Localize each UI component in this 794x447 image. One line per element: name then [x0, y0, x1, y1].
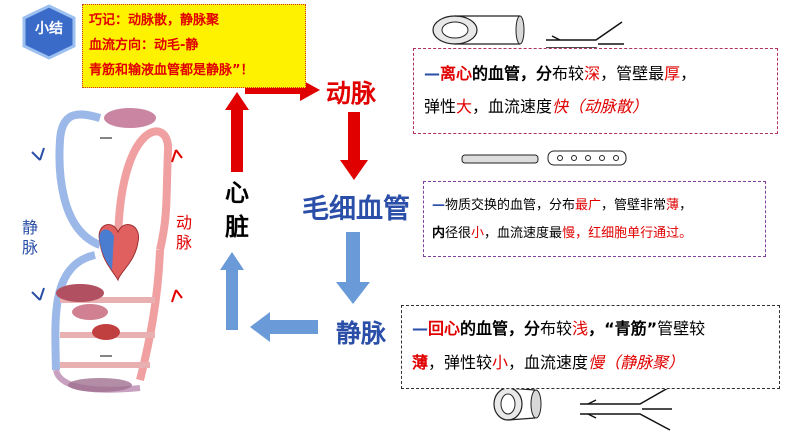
circulation-illustration: [31, 108, 183, 393]
arrow-left-vein: [250, 312, 318, 342]
artery-cross-section: [432, 15, 525, 45]
vein-text-elasticity: ，弹性较: [428, 353, 493, 372]
mnemonic-note: 巧记：动脉散，静脉聚 血流方向：动毛-静 青筋和输液血管都是静脉”！: [82, 4, 306, 88]
vein-branch-icon: [580, 387, 672, 431]
vein-text-bluevein: ，“青筋”: [588, 319, 658, 338]
capillary-desc-line-2: 内径很小，血流速度最慢，红细胞单行通过。: [432, 220, 757, 248]
arrow-up-vein: [220, 252, 244, 330]
artery-dash: —: [424, 64, 440, 83]
note-line-3: 青筋和输液血管都是静脉”！: [89, 63, 254, 78]
artery-term-deep: 深: [584, 64, 601, 83]
artery-char-1: 动: [176, 213, 193, 232]
vein-dash: —: [412, 319, 428, 338]
vein-term-shallow: 浅: [572, 319, 589, 338]
arrow-down-capillary: [336, 232, 370, 304]
vein-term-small: 小: [492, 353, 509, 372]
artery-text-wall: ，管壁最: [600, 64, 665, 83]
capillary-term-widest: 最广: [575, 198, 602, 213]
artery-description-box: —离心的血管，分布较深，管壁最厚， 弹性大，血流速度快（动脉散）: [413, 48, 778, 134]
artery-term-large: 大: [456, 97, 473, 116]
vein-char-1: 静: [22, 218, 39, 237]
arrow-down-artery: [340, 112, 368, 180]
head-capillary-bed: [104, 108, 156, 128]
vein-desc-line-1: —回心的血管，分布较浅，“青筋”管壁较: [412, 312, 769, 346]
capillary-term-thin: 薄: [666, 198, 680, 213]
artery-term-thick: 厚: [664, 64, 681, 83]
artery-label: 动脉: [326, 79, 377, 108]
artery-term-fast: 快（动脉散）: [552, 97, 649, 116]
heart-char-2: 脏: [225, 213, 249, 241]
artery-text-speed: ，血流速度: [472, 97, 553, 116]
kidney-organ: [92, 324, 120, 340]
capillary-desc-line-1: —物质交换的血管，分布最广，管壁非常薄，: [432, 192, 757, 220]
artery-text-comma: ，: [680, 64, 697, 83]
capillary-term-small: 小: [471, 226, 485, 241]
capillary-text-comma: ，: [679, 198, 693, 213]
capillary-text-inner: 内: [432, 226, 446, 241]
illustration-vein-label: 静 脉: [22, 218, 42, 258]
capillary-label: 毛细血管: [302, 194, 410, 225]
capillary-text-speed: ，血流速度最: [484, 226, 563, 241]
vein-desc-line-2: 薄，弹性较小，血流速度慢（静脉聚）: [412, 346, 769, 380]
artery-text-distribution: 布较: [552, 64, 585, 83]
liver-organ: [56, 284, 104, 302]
heart-char-1: 心: [225, 179, 249, 207]
vein-term-centripetal: 回心: [428, 319, 461, 338]
note-line-1: 巧记：动脉散，静脉聚: [89, 13, 220, 28]
badge-hexagon: [22, 4, 76, 60]
artery-text-vessel: 的血管，: [472, 64, 537, 83]
vein-text-vessel: 的血管，: [460, 319, 525, 338]
capillary-description-box: —物质交换的血管，分布最广，管壁非常薄， 内径很小，血流速度最慢，红细胞单行通过…: [423, 181, 766, 257]
illustration-artery-label: 动 脉: [176, 213, 196, 253]
capillary-text-diameter: 径很: [445, 226, 472, 241]
artery-desc-line-1: —离心的血管，分布较深，管壁最厚，: [424, 57, 767, 90]
summary-badge-label: 小结: [35, 21, 63, 37]
vein-text-wall: 管壁较: [657, 319, 706, 338]
vein-term-thin: 薄: [412, 353, 429, 372]
vein-char-2: 脉: [22, 238, 39, 257]
lower-capillary-bed: [68, 378, 132, 392]
capillary-text-wall: ，管壁非常: [601, 198, 667, 213]
vein-text-distribution: 布较: [540, 319, 573, 338]
artery-term-centrifugal: 离心: [440, 64, 473, 83]
capillary-text-rbc: ，红细胞单行通过。: [575, 226, 693, 241]
artery-text-fen: 分: [536, 64, 553, 83]
vein-text-fen: 分: [524, 319, 541, 338]
arrow-up-heart: [225, 92, 249, 172]
intestine-organ: [72, 304, 108, 320]
capillary-dash: —: [432, 198, 445, 213]
capillary-term-slowest: 慢: [562, 226, 576, 241]
artery-desc-line-2: 弹性大，血流速度快（动脉散）: [424, 90, 767, 123]
artery-text-elasticity: 弹性: [424, 97, 457, 116]
artery-char-2: 脉: [176, 233, 193, 252]
capillary-cross-section: [461, 150, 627, 166]
capillary-text-exchange: 物质交换的血管，分布: [445, 198, 576, 213]
heart-label: 心 脏: [222, 176, 252, 244]
vein-term-slow: 慢（静脉聚）: [588, 353, 685, 372]
vein-text-speed: ，血流速度: [508, 353, 589, 372]
vein-cross-section: [493, 387, 542, 421]
vein-label: 静脉: [336, 319, 387, 348]
vein-description-box: —回心的血管，分布较浅，“青筋”管壁较 薄，弹性较小，血流速度慢（静脉聚）: [401, 305, 780, 389]
note-line-2: 血流方向：动毛-静: [89, 38, 199, 53]
